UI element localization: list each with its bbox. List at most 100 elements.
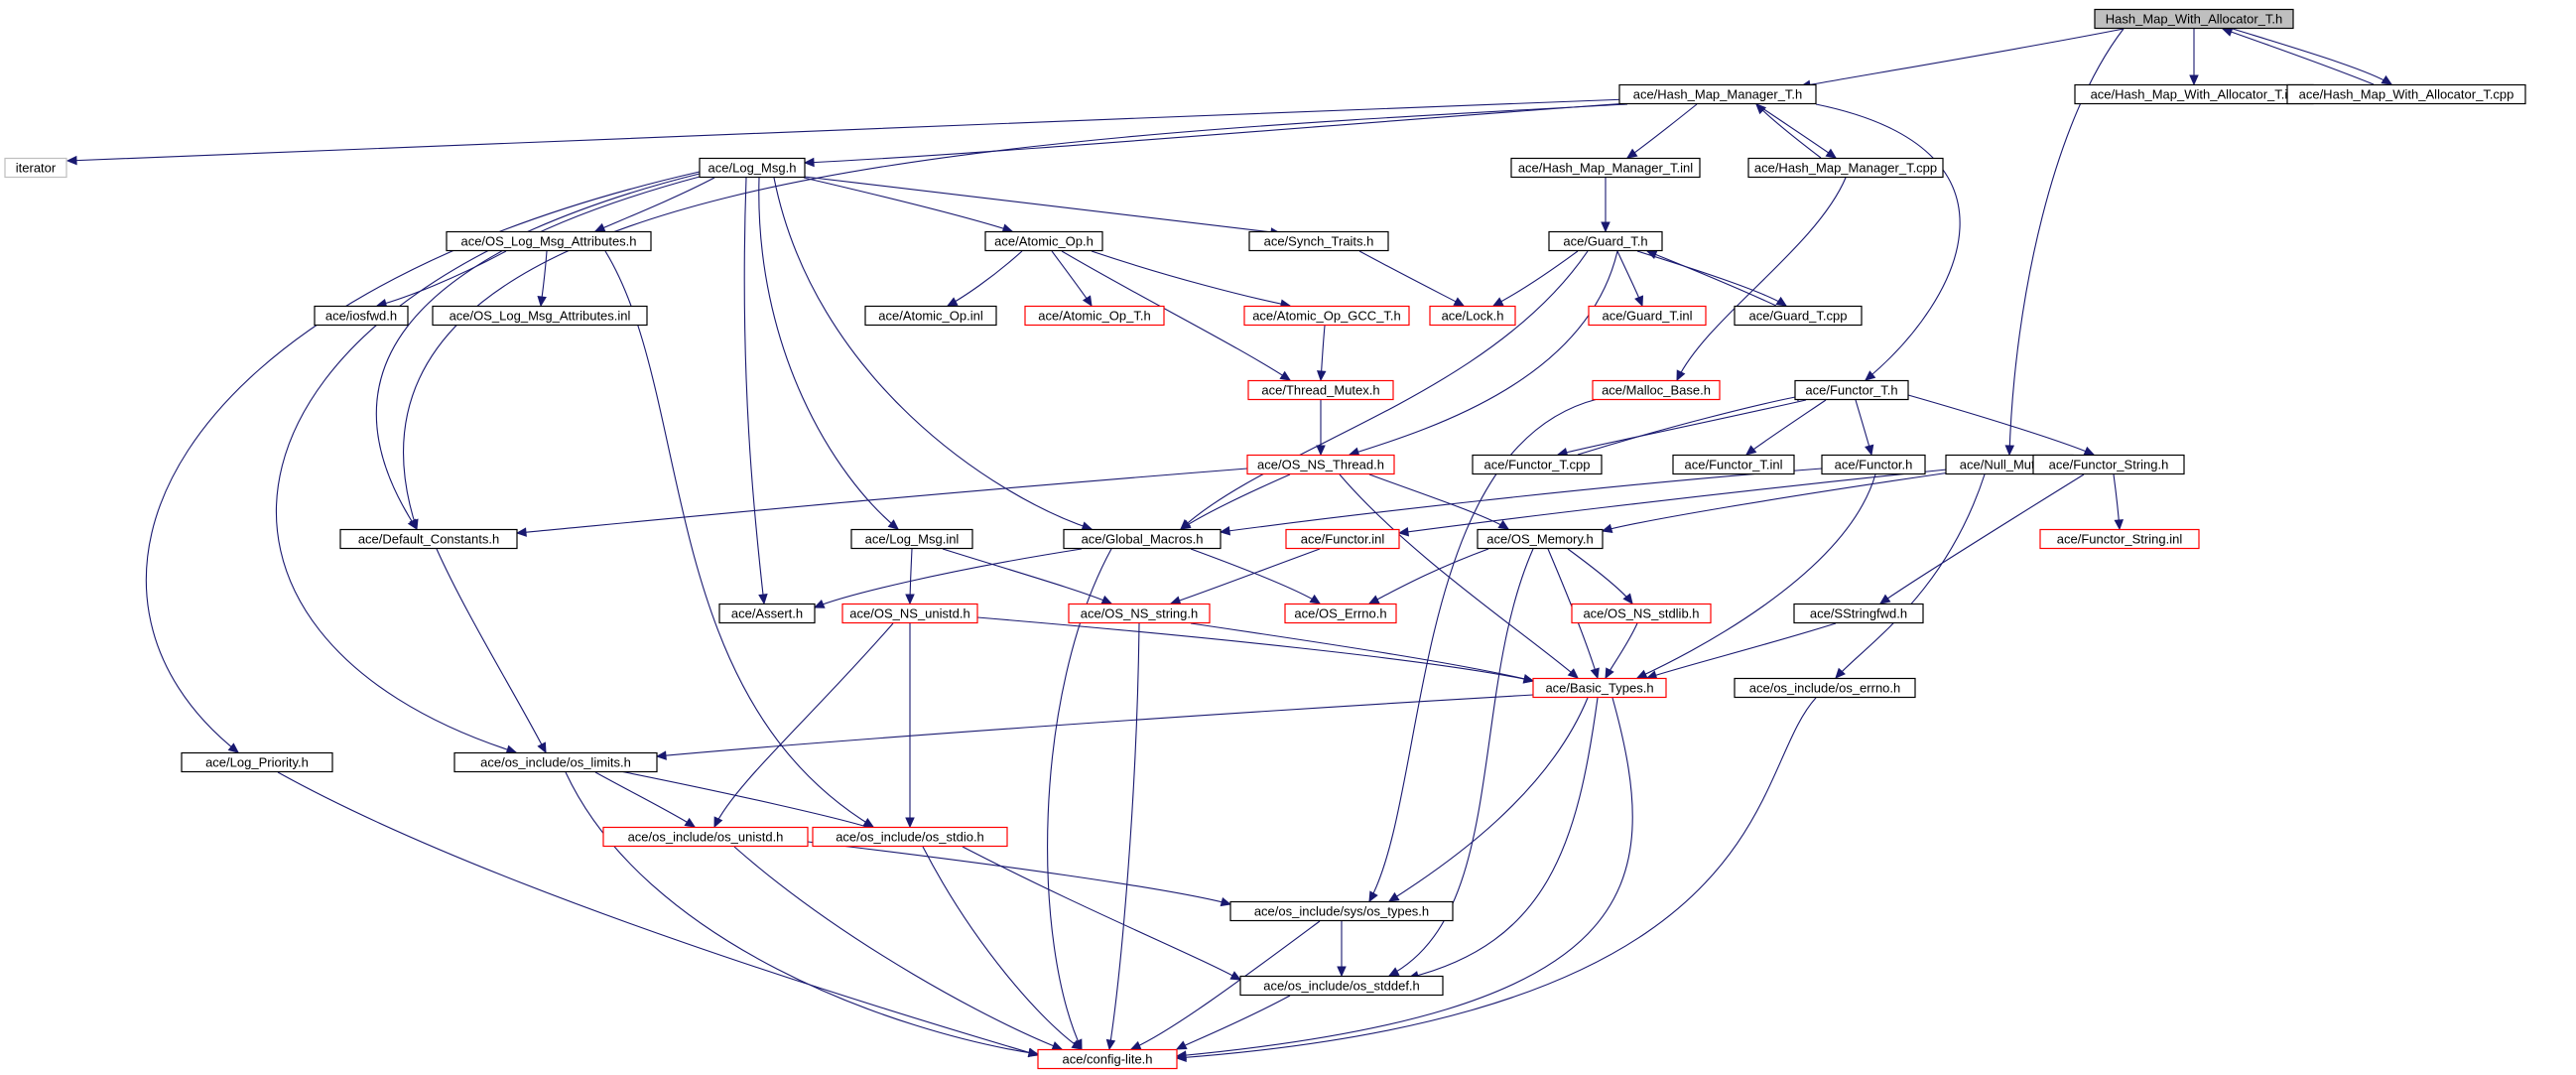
- node-lock_h[interactable]: ace/Lock.h: [1429, 305, 1516, 327]
- node-guard_inl[interactable]: ace/Guard_T.inl: [1588, 305, 1707, 327]
- node-os_ns_unistd[interactable]: ace/OS_NS_unistd.h: [841, 603, 978, 624]
- node-label: ace/Atomic_Op.h: [994, 234, 1094, 249]
- arrowhead: [1027, 1047, 1040, 1058]
- node-functor_h[interactable]: ace/Functor.h: [1821, 454, 1926, 475]
- node-log_priority[interactable]: ace/Log_Priority.h: [181, 751, 333, 773]
- node-os_lma_inl[interactable]: ace/OS_Log_Msg_Attributes.inl: [432, 305, 648, 327]
- node-atomic_h[interactable]: ace/Atomic_Op.h: [984, 230, 1103, 252]
- node-box: [2032, 454, 2185, 475]
- arrowhead: [2189, 74, 2199, 86]
- node-box: [1285, 528, 1400, 550]
- node-config_lite[interactable]: ace/config-lite.h: [1037, 1048, 1178, 1070]
- edge-line: [1835, 473, 1986, 679]
- node-functor_t_cpp[interactable]: ace/Functor_T.cpp: [1472, 454, 1603, 475]
- node-os_stddef_h[interactable]: ace/os_include/os_stddef.h: [1239, 975, 1444, 997]
- node-os_lma_h[interactable]: ace/OS_Log_Msg_Attributes.h: [446, 230, 652, 252]
- arrowhead: [1522, 674, 1535, 684]
- arrowhead: [1100, 595, 1113, 605]
- node-guard_h[interactable]: ace/Guard_T.h: [1548, 230, 1663, 252]
- node-iosfwd[interactable]: ace/iosfwd.h: [314, 305, 409, 327]
- edge-os_stddef_h-to-config_lite: [1175, 995, 1291, 1050]
- edge-line: [1557, 399, 1807, 456]
- edge-atomic_h-to-thread_mutex: [1061, 250, 1292, 381]
- node-atomic_inl[interactable]: ace/Atomic_Op.inl: [864, 305, 997, 327]
- node-label: ace/Functor.inl: [1301, 532, 1385, 547]
- node-os_stdio_h[interactable]: ace/os_include/os_stdio.h: [812, 826, 1008, 848]
- arrowhead: [684, 817, 697, 828]
- edge-line: [145, 171, 701, 753]
- node-thread_mutex[interactable]: ace/Thread_Mutex.h: [1247, 379, 1394, 401]
- node-os_types_h[interactable]: ace/os_include/sys/os_types.h: [1229, 900, 1454, 922]
- node-os_errno_h[interactable]: ace/os_include/os_errno.h: [1734, 677, 1916, 699]
- node-global_macros[interactable]: ace/Global_Macros.h: [1063, 528, 1222, 550]
- edge-basic_types-to-os_types_h: [1387, 697, 1589, 902]
- node-label: ace/os_include/os_stdio.h: [836, 830, 984, 845]
- node-hmm_h[interactable]: ace/Hash_Map_Manager_T.h: [1618, 83, 1817, 105]
- node-os_errno[interactable]: ace/OS_Errno.h: [1284, 603, 1397, 624]
- node-functor_inl[interactable]: ace/Functor.inl: [1285, 528, 1400, 550]
- node-atomic_gcc[interactable]: ace/Atomic_Op_GCC_T.h: [1243, 305, 1410, 327]
- edge-log_msg_h-to-log_msg_inl: [758, 177, 899, 530]
- edge-line: [1636, 473, 1876, 679]
- node-functor_t_h[interactable]: ace/Functor_T.h: [1794, 379, 1909, 401]
- node-box: [602, 826, 809, 848]
- edge-line: [1180, 250, 1589, 530]
- edge-hmm_h-to-hmm_inl: [1625, 103, 1698, 159]
- node-default_const[interactable]: ace/Default_Constants.h: [339, 528, 518, 550]
- node-os_ns_string[interactable]: ace/OS_NS_string.h: [1068, 603, 1211, 624]
- node-label: ace/Guard_T.h: [1563, 234, 1647, 249]
- arrowhead: [2004, 445, 2015, 457]
- node-assert_h[interactable]: ace/Assert.h: [718, 603, 816, 624]
- edge-os_limits-to-config_lite: [565, 771, 1040, 1058]
- edge-os_memory-to-os_errno: [1367, 548, 1489, 605]
- node-box: [1588, 305, 1707, 327]
- node-atomic_t[interactable]: ace/Atomic_Op_T.h: [1024, 305, 1165, 327]
- node-log_msg_h[interactable]: ace/Log_Msg.h: [699, 157, 806, 179]
- node-synch_h[interactable]: ace/Synch_Traits.h: [1248, 230, 1389, 252]
- node-sstringfwd[interactable]: ace/SStringfwd.h: [1793, 603, 1924, 624]
- node-os_unistd_h[interactable]: ace/os_include/os_unistd.h: [602, 826, 809, 848]
- edge-os_types_h-to-os_stddef_h: [1337, 920, 1347, 978]
- node-guard_cpp[interactable]: ace/Guard_T.cpp: [1734, 305, 1863, 327]
- node-label: ace/Basic_Types.h: [1545, 681, 1653, 696]
- edge-line: [1755, 103, 1822, 159]
- edge-line: [1567, 548, 1633, 605]
- arrowhead: [537, 295, 547, 308]
- arrowhead: [1634, 295, 1644, 308]
- node-hmm_cpp[interactable]: ace/Hash_Map_Manager_T.cpp: [1747, 157, 1944, 179]
- edge-guard_h-to-lock_h: [1491, 250, 1579, 307]
- node-functor_string_h[interactable]: ace/Functor_String.h: [2032, 454, 2185, 475]
- edge-hmm_cpp-to-malloc_base: [1676, 177, 1847, 382]
- edge-line: [604, 250, 874, 828]
- edge-os_lma_h-to-os_stdio_h: [604, 250, 875, 828]
- arrowhead: [1367, 595, 1380, 605]
- node-os_ns_thread[interactable]: ace/OS_NS_Thread.h: [1246, 454, 1395, 475]
- arrowhead: [1865, 370, 1876, 381]
- edge-root-to-hmwa_inl: [2189, 29, 2199, 86]
- node-label: ace/Hash_Map_With_Allocator_T.cpp: [2299, 87, 2514, 102]
- node-malloc_base[interactable]: ace/Malloc_Base.h: [1592, 379, 1721, 401]
- edge-guard_h-to-guard_inl: [1616, 250, 1644, 308]
- arrowhead: [1775, 296, 1788, 307]
- edge-line: [1815, 103, 1961, 381]
- edge-functor_h-to-global_macros: [1219, 468, 1823, 536]
- node-os_ns_stdlib[interactable]: ace/OS_NS_stdlib.h: [1571, 603, 1712, 624]
- node-hmwa_cpp[interactable]: ace/Hash_Map_With_Allocator_T.cpp: [2286, 83, 2526, 105]
- arrowhead: [2221, 27, 2234, 37]
- edge-os_memory-to-os_stddef_h: [1387, 548, 1534, 977]
- node-hmm_inl[interactable]: ace/Hash_Map_Manager_T.inl: [1510, 157, 1701, 179]
- node-functor_t_inl[interactable]: ace/Functor_T.inl: [1672, 454, 1795, 475]
- node-box: [1747, 157, 1944, 179]
- edge-line: [976, 616, 1534, 682]
- node-functor_string_inl[interactable]: ace/Functor_String.inl: [2039, 528, 2200, 550]
- node-basic_types[interactable]: ace/Basic_Types.h: [1532, 677, 1667, 699]
- node-hmwa_inl[interactable]: ace/Hash_Map_With_Allocator_T.inl: [2074, 83, 2314, 105]
- node-os_limits[interactable]: ace/os_include/os_limits.h: [453, 751, 658, 773]
- node-os_memory[interactable]: ace/OS_Memory.h: [1477, 528, 1604, 550]
- node-log_msg_inl[interactable]: ace/Log_Msg.inl: [850, 528, 973, 550]
- edge-functor_t_h-to-functor_t_cpp: [1556, 399, 1807, 458]
- edge-functor_string_h-to-sstringfwd: [1879, 473, 2085, 605]
- node-box: [984, 230, 1103, 252]
- arrowhead: [1387, 891, 1400, 902]
- edge-line: [713, 622, 894, 828]
